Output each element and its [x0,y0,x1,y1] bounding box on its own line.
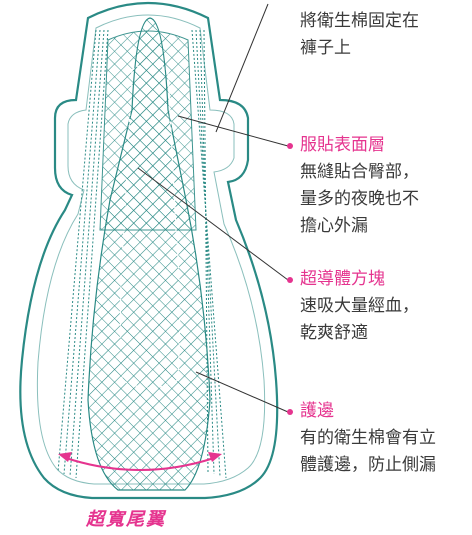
wide-tail-wing-label: 超寬尾翼 [86,509,166,530]
arrow-head-left [58,452,72,462]
callout-wings: 將衛生棉固定在 褲子上 [300,8,419,62]
callout-surface-layer: 服貼表面層 無縫貼合臀部， 量多的夜晚也不 擔心外漏 [300,132,419,240]
callout-absorbent-block: 超導體方塊 速吸大量經血， 乾爽舒適 [300,266,419,347]
callout-side-guard-title: 護邊 [300,401,334,421]
side-dash-lines [57,29,227,479]
callout-absorbent-block-title: 超導體方塊 [300,269,385,289]
callout-surface-layer-line2: 量多的夜晚也不 [300,189,419,209]
callout-wings-line2: 褲子上 [300,38,351,58]
callout-absorbent-block-line1: 速吸大量經血， [300,296,419,316]
core-channel [119,63,181,389]
callout-surface-layer-title: 服貼表面層 [300,135,385,155]
callout-side-guard-line1: 有的衛生棉會有立 [300,428,436,448]
callout-wings-line1: 將衛生棉固定在 [300,11,419,31]
callout-side-guard: 護邊 有的衛生棉會有立 體護邊，防止側漏 [300,398,436,479]
arrow-head-right [208,452,222,462]
absorbent-core [87,17,211,491]
callout-surface-layer-line3: 擔心外漏 [300,216,368,236]
core-upper-band [99,30,197,231]
callout-surface-layer-line1: 無縫貼合臀部， [300,162,419,182]
leader-lines [137,3,289,413]
wing-width-arrow [65,457,215,471]
callout-side-guard-line2: 體護邊，防止側漏 [300,455,436,475]
leader-dots [287,143,293,415]
callout-absorbent-block-line2: 乾爽舒適 [300,323,368,343]
